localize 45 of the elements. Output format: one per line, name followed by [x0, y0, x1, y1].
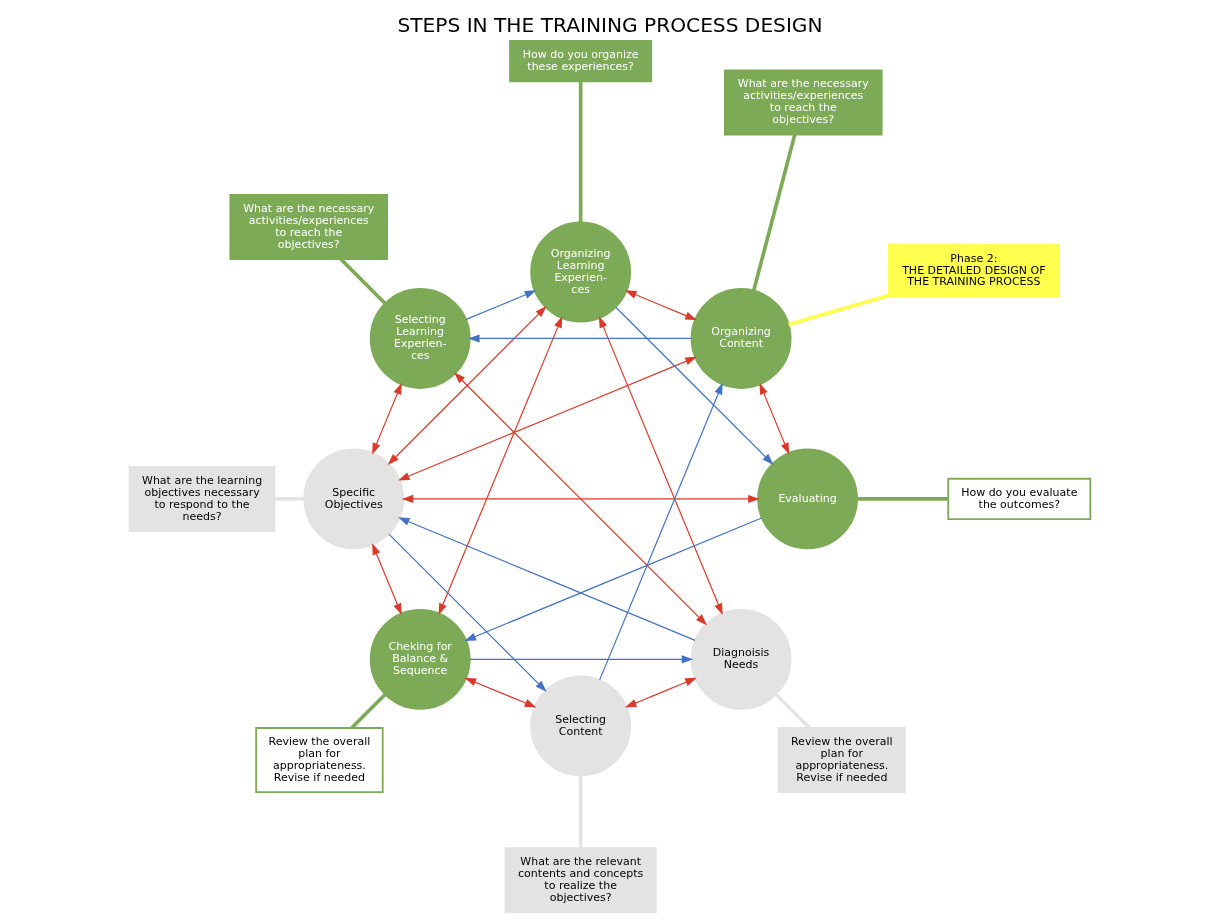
node-circle: Selecting Content [529, 675, 631, 777]
connector [578, 81, 582, 223]
node-circle: Evaluating [756, 448, 858, 550]
node-box: Phase 2: THE DETAILED DESIGN OF THE TRAINING PROCESS [887, 243, 1060, 298]
arrow [464, 677, 536, 708]
arrow [401, 494, 760, 503]
node-circle: Organizing Content [690, 288, 791, 389]
diagram-title: STEPS IN THE TRAINING PROCESS DESIGN [396, 12, 823, 37]
node-box: How do you evaluate the outcomes? [946, 477, 1091, 520]
arrow [371, 543, 402, 616]
node-box: How do you organize these experiences? [508, 40, 652, 83]
arrow [371, 382, 402, 455]
connector [774, 693, 811, 730]
connector [339, 257, 386, 305]
node-circle: Selecting Learning Experien- ces [369, 288, 471, 389]
arrow [453, 372, 707, 626]
node-box: Review the overall plan for appropriateness. Revise if needed [777, 727, 906, 794]
node-box: What are the necessary activities/experiences to reach the objectives? [723, 69, 883, 136]
arrow [758, 382, 789, 455]
connector [787, 293, 889, 327]
arrow [598, 316, 723, 616]
arrow [614, 306, 774, 465]
arrow [598, 382, 723, 681]
arrow [463, 517, 762, 642]
node-box: Review the overall plan for appropriateness. Revise if needed [254, 727, 384, 794]
node-circle: Specific Objectives [302, 448, 404, 550]
node-circle: Organizing Learning Experien- ces [529, 221, 631, 323]
arrow [468, 655, 693, 664]
node-circle: Diagnoisis Needs [690, 608, 791, 710]
arrow [438, 316, 562, 616]
node-box: What are the relevant contents and concepts to realize the objectives? [504, 847, 657, 914]
arrow [624, 290, 697, 321]
arrow [465, 290, 536, 320]
arrow [387, 306, 547, 465]
node-box: What are the necessary activities/experiences to reach the objectives? [228, 194, 388, 261]
node-circle: Cheking for Balance & Sequence [369, 608, 471, 710]
connector [349, 693, 386, 730]
connector [751, 134, 797, 291]
arrow [467, 334, 692, 343]
arrow [397, 517, 696, 641]
node-box: What are the learning objectives necessary to respond to the needs? [128, 465, 275, 532]
arrow [624, 677, 697, 708]
connector [856, 497, 948, 501]
arrow [397, 356, 697, 481]
arrow [387, 533, 547, 692]
